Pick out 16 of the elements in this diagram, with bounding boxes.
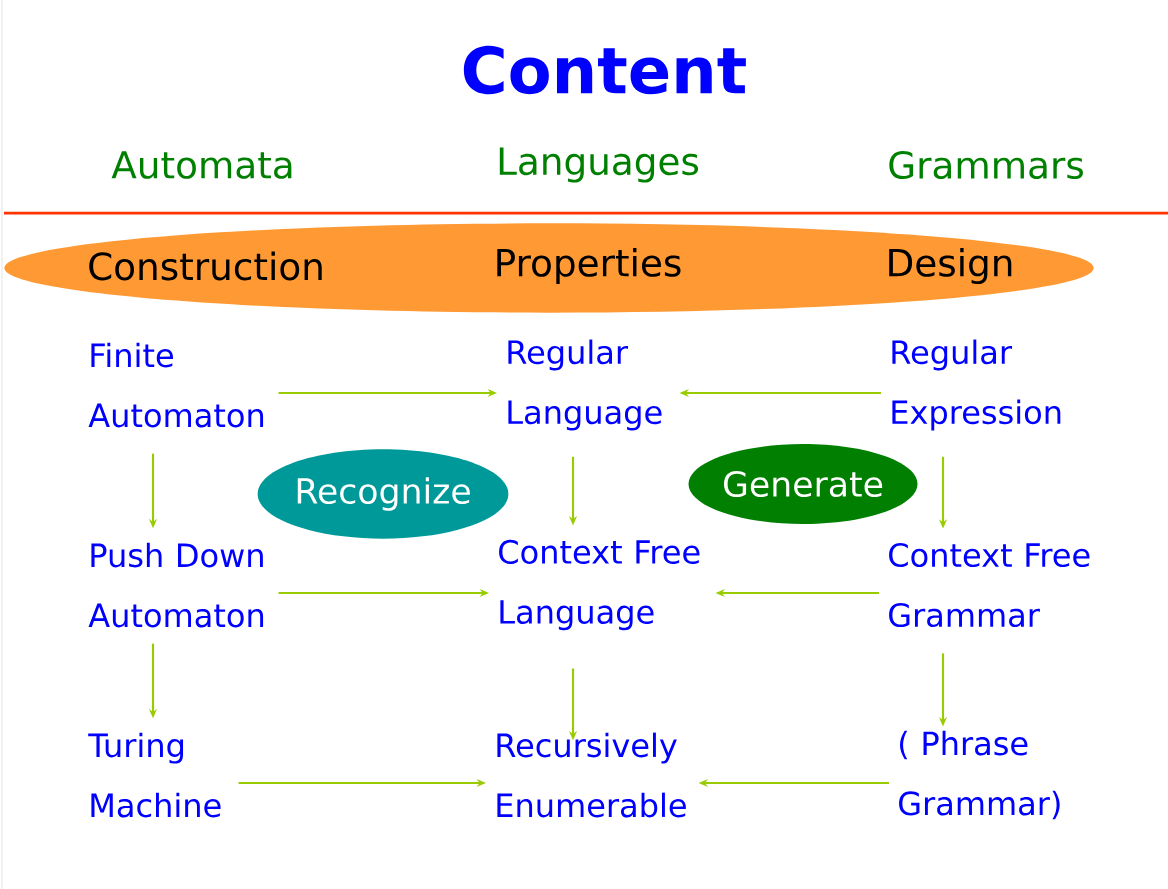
ellipse-band: Construction Properties Design [4,223,1094,313]
term-text: Context Free Grammar [889,542,1090,628]
column-heading: Automata [111,151,292,179]
term-text: Push Down Automaton [88,542,264,628]
oval-label: Recognize [257,449,509,539]
oval-label: Generate [688,444,918,524]
term-text: Regular Expression [892,339,1061,431]
column-heading: Languages [499,147,699,183]
term-text: Finite Automaton [88,342,264,428]
term-text: Regular Language [508,339,662,431]
column-heading: Grammars [889,150,1083,180]
term-text: Recursively Enumerable [497,732,686,818]
title: Content [463,45,746,95]
term-text: ( Phrase Grammar) [899,730,1060,820]
term-text: Context Free Language [499,539,700,631]
term-text: Turing Machine [88,732,221,818]
